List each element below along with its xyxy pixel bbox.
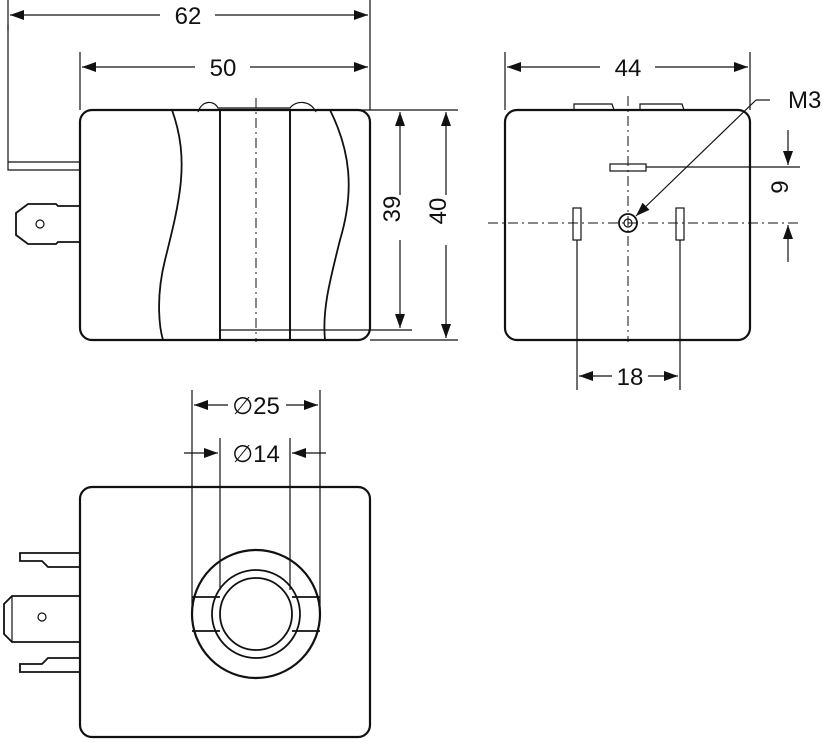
dim-side-width: 44 <box>504 52 751 110</box>
dim-inner-height-text: 39 <box>379 196 406 223</box>
connector-pin-top <box>7 25 80 171</box>
thread-label: M3 <box>788 87 821 114</box>
bore-hole <box>219 577 293 651</box>
top-view: ∅25 ∅14 <box>3 390 372 739</box>
connector-tab-top <box>19 552 80 568</box>
dim-body-length: 50 <box>79 52 368 110</box>
connector-tab-bottom <box>19 657 80 673</box>
dim-outer-height: 40 <box>370 109 458 341</box>
side-clip-right <box>639 103 685 111</box>
dim-side-width-text: 44 <box>615 55 642 82</box>
dim-pin-spacing-text: 18 <box>617 364 644 391</box>
side-clip-left <box>573 103 615 111</box>
connector-blade <box>15 203 80 245</box>
coil-body-front <box>78 108 372 342</box>
side-view: M3 44 9 18 <box>488 52 821 391</box>
inner-ring <box>211 569 301 659</box>
dim-outer-height-text: 40 <box>425 198 452 225</box>
dim-body-length-text: 50 <box>210 55 237 82</box>
winding-right-hatch <box>289 109 350 341</box>
dim-inner-height: 39 <box>290 109 412 331</box>
front-section-view: 62 50 39 40 <box>7 0 458 342</box>
dim-inner-diameter-text: ∅14 <box>232 441 280 468</box>
winding-left-hatch <box>158 109 221 341</box>
dim-outer-diameter: ∅25 <box>194 393 318 420</box>
side-pin-right <box>675 207 685 241</box>
dim-inner-diameter: ∅14 <box>184 441 326 468</box>
m3-leader <box>635 99 757 217</box>
dim-total-length: 62 <box>7 0 371 110</box>
connector-blade-center <box>3 595 80 643</box>
dim-outer-diameter-text: ∅25 <box>232 393 280 420</box>
dim-pin-spacing: 18 <box>576 240 681 391</box>
dim-total-length-text: 62 <box>175 3 202 30</box>
dim-screw-offset-text: 9 <box>767 180 794 193</box>
top-clip <box>197 101 317 113</box>
side-pin-left <box>572 207 582 241</box>
dim-screw-offset: 9 <box>646 130 800 262</box>
coil-body-top <box>78 485 372 739</box>
m3-screw <box>618 213 638 233</box>
